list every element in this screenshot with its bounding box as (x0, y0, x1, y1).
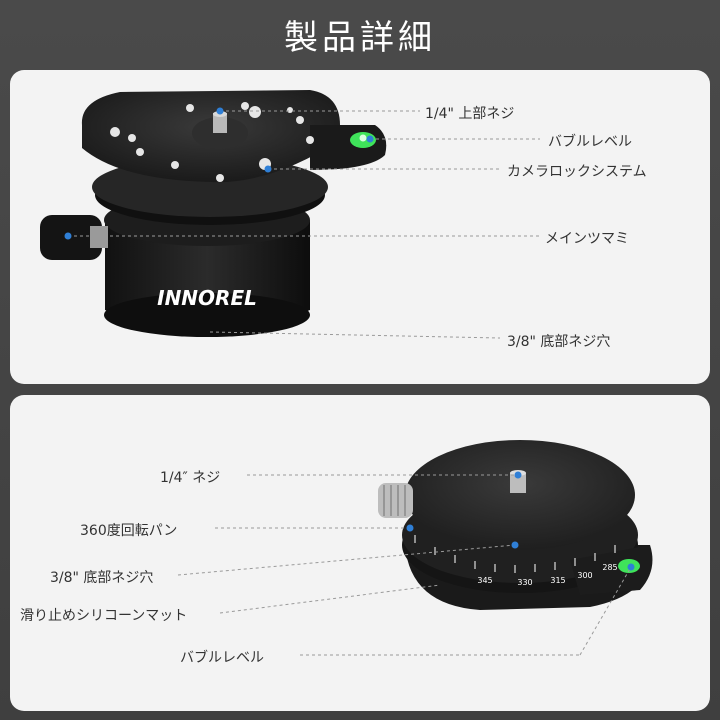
top-screw (213, 113, 227, 133)
bubble-level-tab (310, 125, 387, 170)
label-top-screw: 1/4" 上部ネジ (425, 106, 515, 122)
dial-number: 345 (477, 576, 492, 585)
label-top-screw: 1/4″ ネジ (160, 470, 221, 486)
label-360-pan: 360度回転パン (80, 523, 178, 539)
callout-dot-main-knob (64, 232, 72, 240)
callout-dot-bubble-level (627, 563, 635, 571)
top-screw (510, 473, 526, 493)
dial-number: 330 (517, 578, 532, 587)
label-anti-slip-mat: 滑り止めシリコーンマット (20, 608, 188, 624)
bubble-level-tab (570, 545, 653, 595)
label-bubble-level: バブルレベル (180, 650, 264, 666)
callout-dot-bubble-level (366, 135, 374, 143)
brand-logo: INNOREL (157, 286, 257, 310)
panoramic-base-illustration: 345 330 315 300 285 (177, 440, 653, 656)
dial-number: 300 (577, 571, 592, 580)
callout-dot-camera-lock (264, 165, 272, 173)
callout-dot-top-screw (216, 107, 224, 115)
callout-dot-bottom-hole (511, 541, 519, 549)
rotating-disc (405, 440, 635, 550)
leveling-base-illustration: INNOREL (40, 90, 540, 339)
bottom-product-panel: 345 330 315 300 285 1/4″ ネジ 360度回転パン 3/8… (10, 395, 710, 711)
label-bottom-screw-hole: 3/8" 底部ネジ穴 (50, 570, 154, 586)
label-camera-lock-system: カメラロックシステム (507, 164, 647, 180)
callout-dot-top-screw (514, 471, 522, 479)
page-title: 製品詳細 (284, 18, 436, 58)
dial-number: 315 (550, 576, 565, 585)
label-main-knob: メインツマミ (545, 231, 629, 247)
dial-number: 285 (602, 563, 617, 572)
top-product-panel: INNOREL 1/4" 上部ネジ バブルレベル カメラロックシステム メインツ… (10, 70, 710, 384)
callout-dot-rotation (406, 524, 414, 532)
label-bottom-screw-hole: 3/8" 底部ネジ穴 (507, 334, 611, 350)
label-bubble-level: バブルレベル (548, 134, 632, 150)
